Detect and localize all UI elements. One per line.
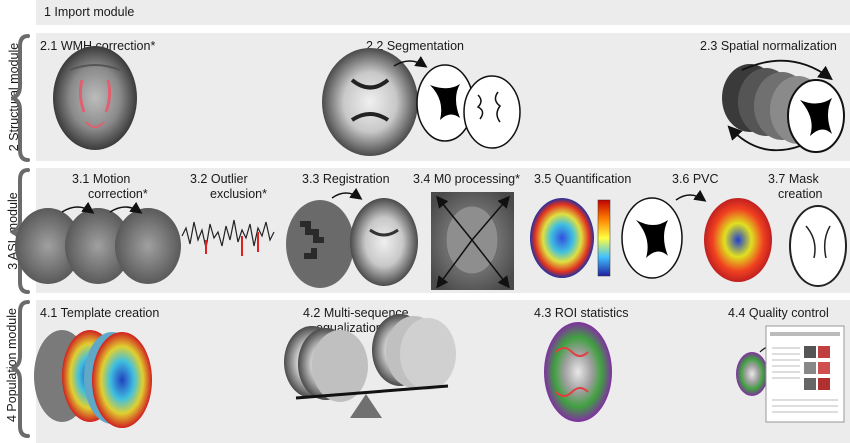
step-mask-creation-line2: creation — [778, 187, 823, 201]
asl-bracket — [11, 168, 30, 294]
population-bracket — [11, 300, 30, 438]
step-segmentation: 2.2 Segmentation — [366, 39, 464, 53]
motion-correction-images — [15, 201, 181, 284]
normalization-stack — [722, 59, 845, 153]
step-quantification: 3.5 Quantification — [534, 172, 632, 186]
step-template-creation: 4.1 Template creation — [40, 306, 160, 320]
quantification-image — [530, 198, 611, 278]
roi-statistics-image — [544, 322, 612, 422]
structural-bracket — [11, 34, 30, 162]
wmh-brain-image — [53, 46, 137, 150]
equalization-balance — [284, 314, 456, 418]
color-scale-bar — [597, 199, 611, 277]
import-module-label: 1 Import module — [44, 5, 135, 19]
template-creation-stack — [34, 330, 152, 428]
m0-processing-image — [431, 192, 514, 290]
registration-images — [286, 187, 418, 288]
step-motion-correction-line1: 3.1 Motion — [72, 172, 131, 186]
pvc-images — [621, 189, 772, 282]
step-registration: 3.3 Registration — [302, 172, 390, 186]
step-motion-correction-line2: correction* — [88, 187, 148, 201]
step-wmh-correction: 2.1 WMH correction* — [40, 39, 156, 53]
step-outlier-exclusion-line1: 3.2 Outlier — [190, 172, 248, 186]
step-quality-control: 4.4 Quality control — [728, 306, 829, 320]
step-m0-processing: 3.4 M0 processing* — [413, 172, 521, 186]
step-mask-creation-line1: 3.7 Mask — [768, 172, 819, 186]
segmentation-images — [322, 48, 521, 156]
step-spatial-normalization: 2.3 Spatial normalization — [700, 39, 837, 53]
step-multi-sequence-line1: 4.2 Multi-sequence — [303, 306, 409, 320]
quality-control-images — [736, 325, 845, 423]
outlier-signal — [181, 219, 275, 256]
import-module-panel — [36, 0, 850, 25]
step-roi-statistics: 4.3 ROI statistics — [534, 306, 629, 320]
mask-creation-image — [789, 205, 847, 287]
step-outlier-exclusion-line2: exclusion* — [210, 187, 267, 201]
step-pvc: 3.6 PVC — [672, 172, 719, 186]
bracket-group — [11, 34, 30, 438]
